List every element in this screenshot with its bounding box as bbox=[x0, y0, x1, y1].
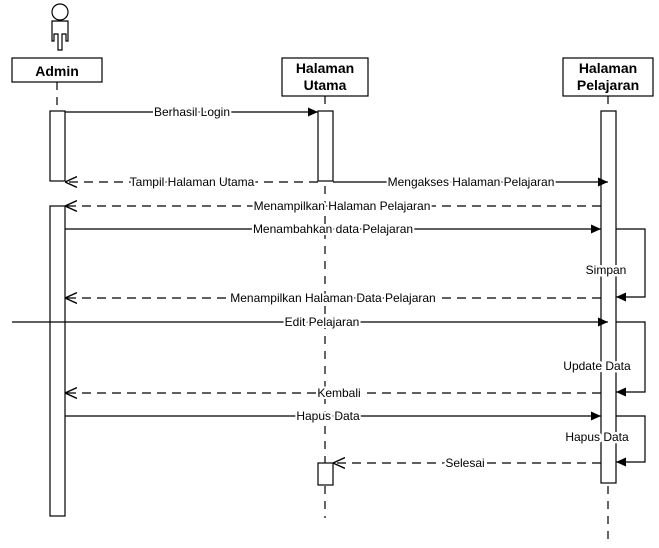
participant-main-page: Halaman Utama bbox=[281, 57, 369, 97]
message-label: Edit Pelajaran bbox=[285, 315, 360, 329]
participant-box bbox=[562, 57, 654, 97]
main-page-activation-1 bbox=[317, 110, 334, 182]
participant-main-label-line2: Utama bbox=[304, 77, 347, 93]
participant-lesson-page: Halaman Pelajaran bbox=[562, 57, 654, 97]
message-label: Tampil Halaman Utama bbox=[130, 175, 255, 189]
message-label: Kembali bbox=[317, 386, 360, 400]
participant-main-label-line1: Halaman bbox=[296, 60, 354, 76]
participant-admin-label: Admin bbox=[35, 63, 79, 79]
participant-box bbox=[281, 57, 369, 97]
message-label: Menampilkan Halaman Data Pelajaran bbox=[230, 291, 435, 305]
message-label: Menampilkan Halaman Pelajaran bbox=[254, 199, 431, 213]
self-message-label: Update Data bbox=[563, 359, 631, 373]
message-label: Menambahkan data Pelajaran bbox=[253, 222, 413, 236]
admin-activation-2 bbox=[49, 205, 66, 517]
self-message-label: Hapus Data bbox=[565, 430, 629, 444]
participant-lesson-label-line1: Halaman bbox=[579, 60, 637, 76]
self-message-arrow bbox=[616, 228, 646, 302]
actor-icon bbox=[51, 3, 69, 51]
self-message-label: Simpan bbox=[586, 263, 627, 277]
message-label: Selesai bbox=[445, 456, 484, 470]
self-message-arrow bbox=[616, 321, 646, 397]
participant-lesson-label-line2: Pelajaran bbox=[577, 77, 639, 93]
main-page-activation-2 bbox=[317, 462, 334, 486]
message-label: Berhasil Login bbox=[154, 105, 230, 119]
lesson-page-activation bbox=[600, 110, 617, 484]
message-label: Mengakses Halaman Pelajaran bbox=[388, 175, 555, 189]
participant-admin: Admin bbox=[11, 57, 103, 83]
admin-activation-1 bbox=[49, 110, 66, 182]
self-message-arrow bbox=[616, 415, 646, 467]
message-label: Hapus Data bbox=[296, 409, 360, 423]
participant-box bbox=[11, 57, 103, 83]
